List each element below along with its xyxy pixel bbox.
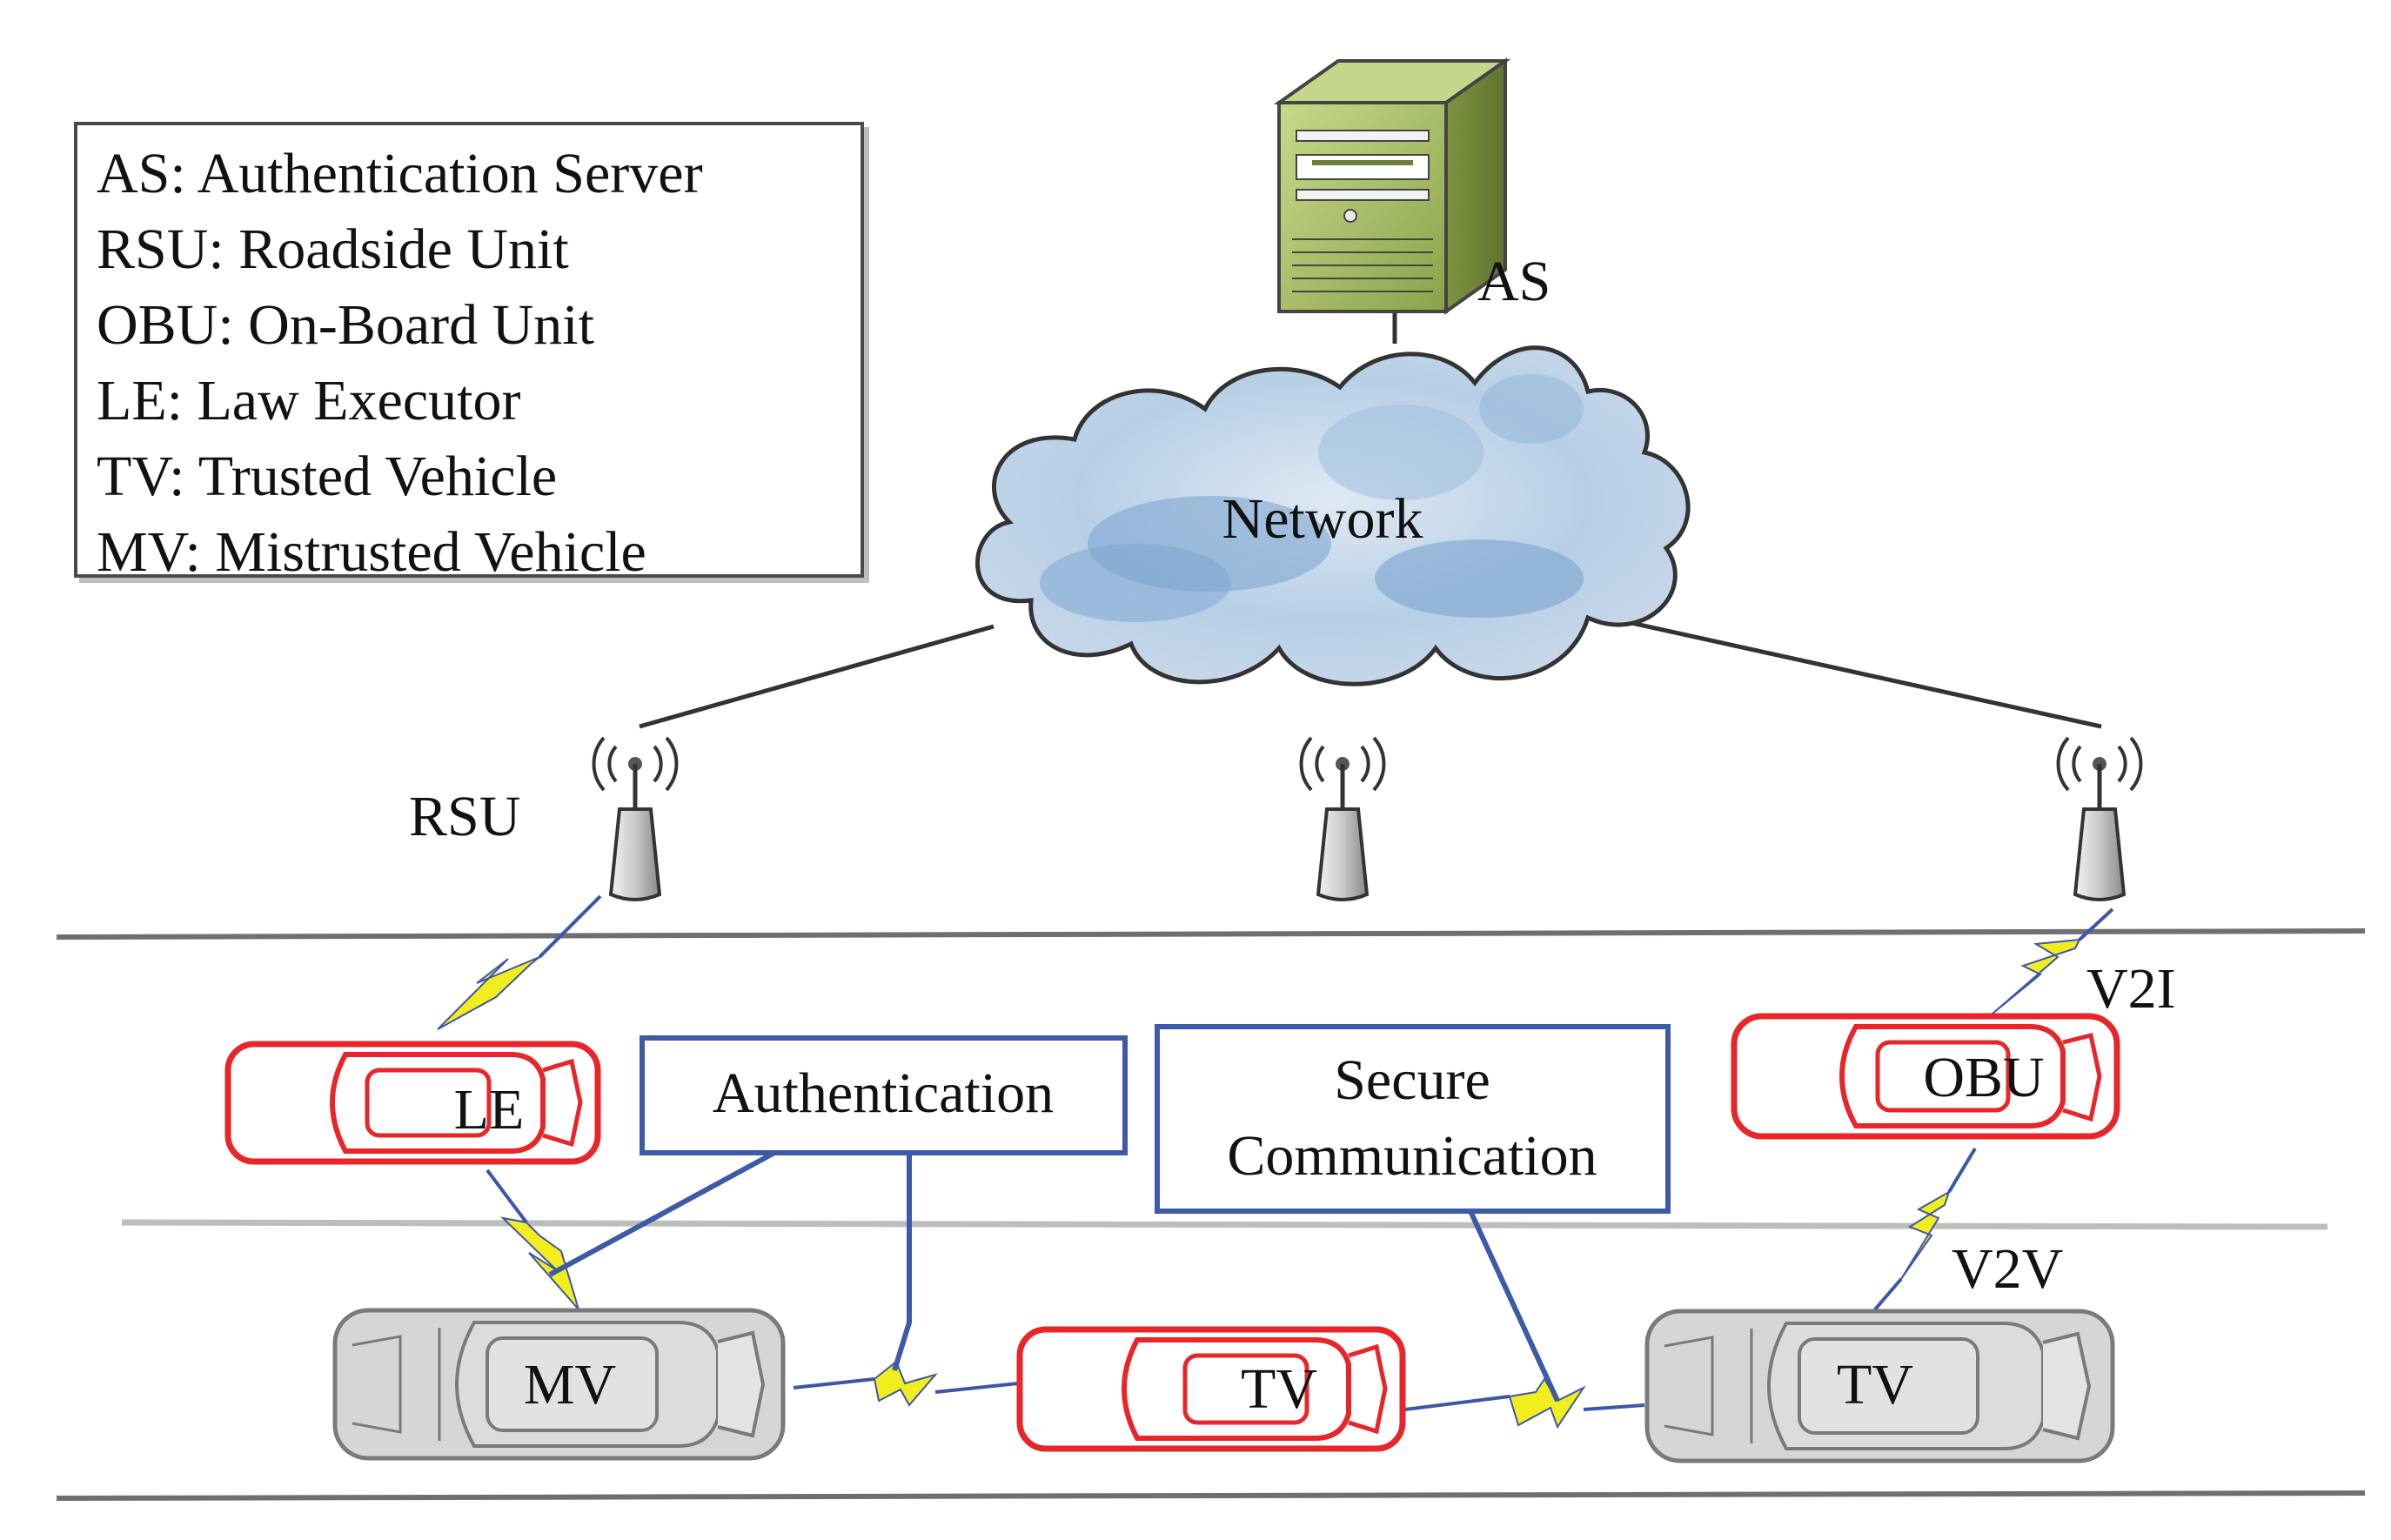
vehicle-tv-red-label: TV — [1241, 1357, 1317, 1421]
vehicle-obu-label: OBU — [1923, 1046, 2044, 1109]
vehicle-le-label: LE — [454, 1078, 525, 1142]
vehicle-obu — [1731, 1013, 2120, 1140]
link-tv-tv — [1404, 1377, 1645, 1430]
secure-box-label-line1: Secure — [1334, 1048, 1490, 1112]
rsu-left-antenna-icon — [592, 736, 679, 901]
authentication-box-label: Authentication — [713, 1061, 1054, 1125]
vehicle-tv-gray-label: TV — [1837, 1353, 1913, 1416]
callout-pointers — [548, 1150, 1560, 1403]
link-le-mv — [486, 1168, 579, 1310]
legend-item-obu: OBU: On-Board Unit — [97, 293, 594, 357]
secure-communication-box: Secure Communication — [1155, 1024, 1671, 1214]
server-icon — [1273, 57, 1511, 315]
legend-box: AS: Authentication Server RSU: Roadside … — [74, 122, 864, 584]
cloud-to-rsu-left-link — [639, 624, 995, 729]
link-obu-tv — [1873, 1147, 1977, 1311]
vehicle-mv-label: MV — [524, 1353, 616, 1416]
rsu-middle-antenna-icon — [1299, 736, 1386, 901]
vehicle-le — [224, 1041, 601, 1165]
v2i-label: V2I — [2086, 957, 2176, 1021]
cloud-icon — [974, 345, 1691, 686]
legend-item-le: LE: Law Executor — [97, 369, 521, 432]
authentication-box: Authentication — [640, 1035, 1128, 1155]
legend-item-as: AS: Authentication Server — [97, 142, 703, 205]
v2v-label: V2V — [1952, 1237, 2063, 1301]
wireless-links — [437, 894, 2114, 1430]
server-label: AS — [1477, 250, 1550, 313]
legend-item-tv: TV: Trusted Vehicle — [97, 445, 558, 508]
vehicle-tv-gray — [1644, 1309, 2115, 1463]
road — [56, 928, 2366, 1501]
vehicle-mv — [332, 1308, 786, 1461]
legend-item-mv: MV: Mistrusted Vehicle — [97, 520, 646, 584]
secure-box-label-line2: Communication — [1227, 1124, 1597, 1188]
road-top-edge — [56, 928, 2366, 940]
network-links — [639, 311, 2102, 729]
cloud-to-rsu-right-link — [1591, 612, 2102, 729]
road-center-line — [121, 1219, 2328, 1230]
network-label: Network — [1222, 487, 1423, 551]
link-rsu-obu — [1992, 907, 2114, 1014]
link-rsu-le — [437, 894, 602, 1030]
rsu-right-antenna-icon — [2056, 736, 2143, 901]
legend-item-rsu: RSU: Roadside Unit — [97, 218, 569, 281]
link-mv-tv — [793, 1360, 1019, 1407]
vehicle-tv-red — [1016, 1326, 1406, 1452]
rsu-label: RSU — [409, 785, 520, 848]
road-bottom-edge — [56, 1490, 2366, 1501]
